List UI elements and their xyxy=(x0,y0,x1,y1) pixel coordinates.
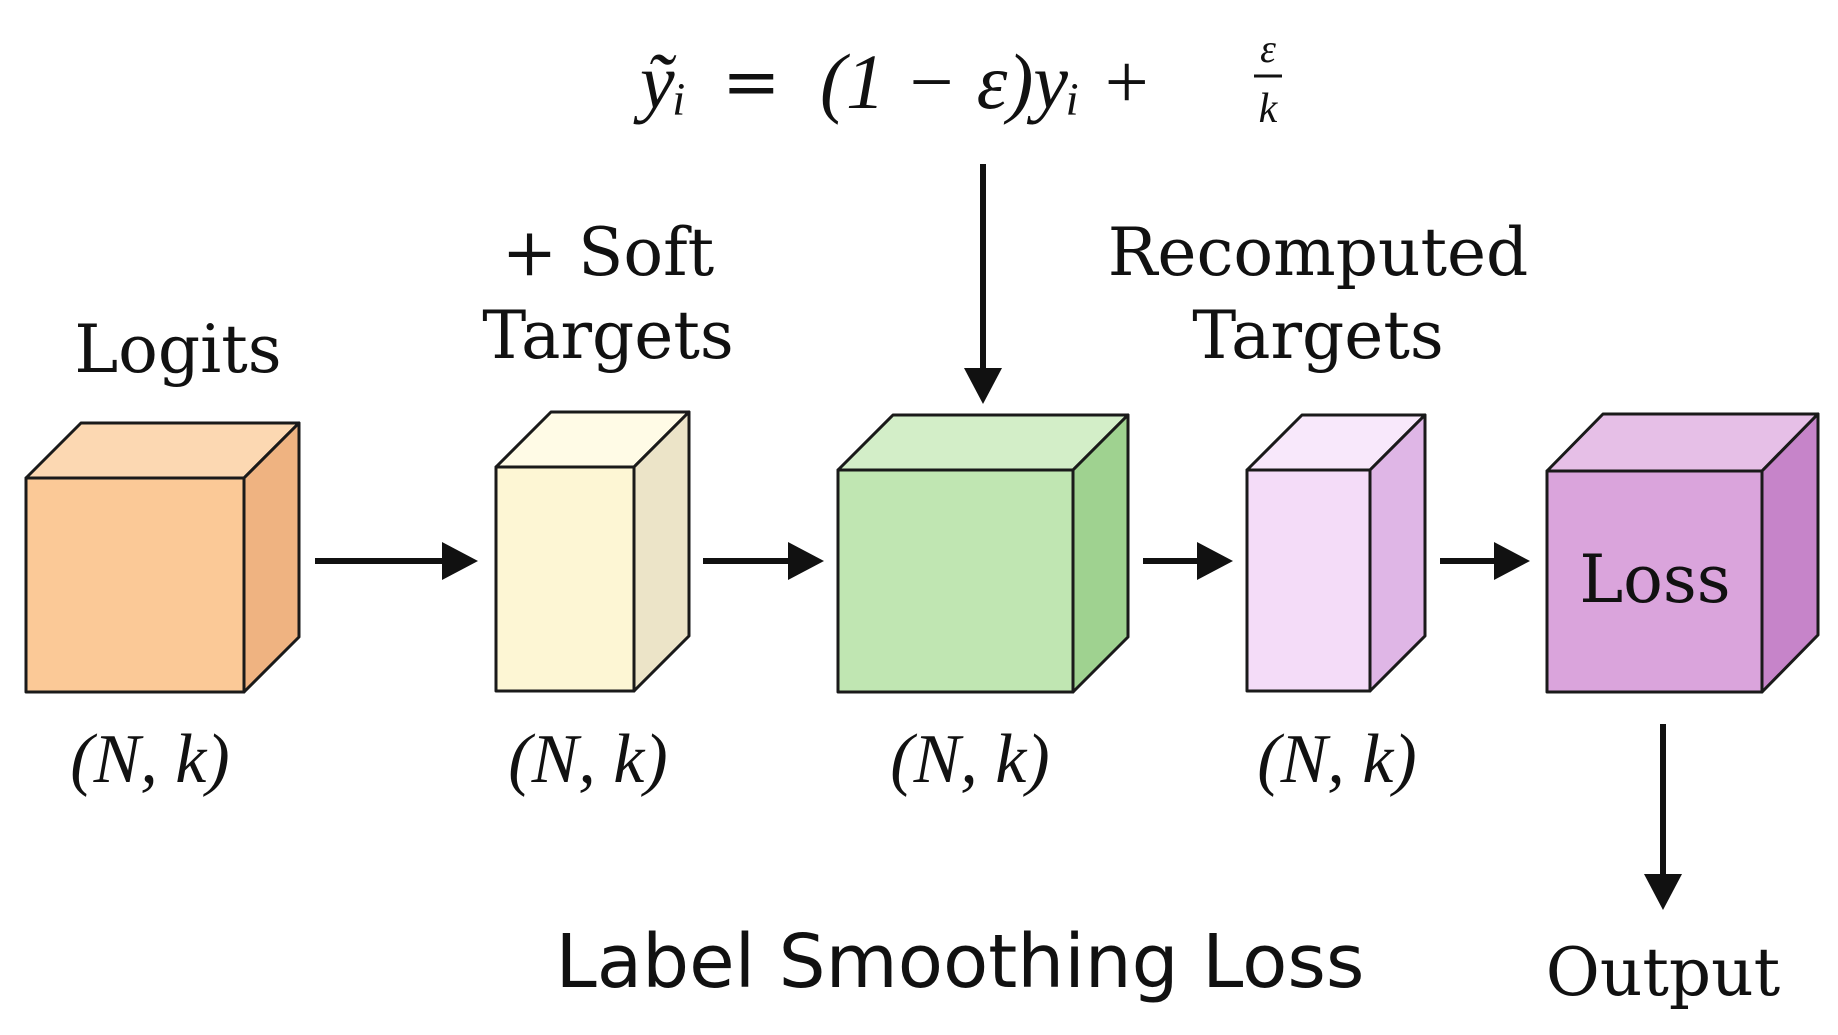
stage-1-title: Logits xyxy=(74,311,281,388)
stage-1-cube-front xyxy=(24,476,246,694)
arrow-2 xyxy=(703,542,824,580)
diagram-caption: Label Smoothing Loss xyxy=(556,919,1365,1005)
stage-4-title-line-2: Targets xyxy=(1192,297,1444,374)
stage-3-cube-side xyxy=(1071,413,1130,694)
stage-4-cube-front xyxy=(1245,468,1372,693)
arrow-formula-down xyxy=(964,164,1002,404)
stage-1-cube xyxy=(24,421,301,694)
stage-3-cube xyxy=(836,413,1130,694)
formula-lhs: ỹᵢ xyxy=(633,38,687,125)
stage-2-cube xyxy=(494,410,691,693)
stage-4-title-line-1: Recomputed xyxy=(1108,214,1529,291)
stage-2-title-line-1: + Soft xyxy=(502,214,714,291)
stage-4-cube-side xyxy=(1368,413,1427,693)
loss-cube-side xyxy=(1760,412,1820,694)
stage-3-cube-front xyxy=(836,468,1075,694)
shape-labels: (N, k) (N, k) (N, k) (N, k) xyxy=(70,721,1416,798)
stage-4-shape: (N, k) xyxy=(1257,721,1416,798)
formula-rhs: (1 − ε)yᵢ + xyxy=(820,38,1152,125)
loss-cube-label: Loss xyxy=(1579,541,1730,618)
stage-3-shape: (N, k) xyxy=(890,721,1049,798)
stage-2-cube-side xyxy=(632,410,691,693)
stage-2-shape: (N, k) xyxy=(508,721,667,798)
stage-4-cube xyxy=(1245,413,1427,693)
arrow-4 xyxy=(1440,542,1530,580)
output-label: Output xyxy=(1546,934,1780,1011)
arrow-output-down xyxy=(1644,724,1682,910)
formula-equals: = xyxy=(722,41,781,123)
arrow-3 xyxy=(1143,542,1233,580)
loss-cube: Loss xyxy=(1545,412,1820,694)
arrow-1 xyxy=(315,542,478,580)
formula-fraction-denominator: k xyxy=(1259,86,1279,132)
formula: ỹᵢ = (1 − ε)yᵢ + ε k xyxy=(633,26,1282,132)
stage-1-cube-side xyxy=(242,421,301,694)
stage-titles: Logits + Soft Targets Recomputed Targets xyxy=(74,214,1528,388)
arrows xyxy=(315,164,1682,910)
formula-fraction-numerator: ε xyxy=(1260,26,1276,71)
stage-1-shape: (N, k) xyxy=(70,721,229,798)
stage-2-cube-front xyxy=(494,465,636,693)
stage-2-title-line-2: Targets xyxy=(482,297,734,374)
